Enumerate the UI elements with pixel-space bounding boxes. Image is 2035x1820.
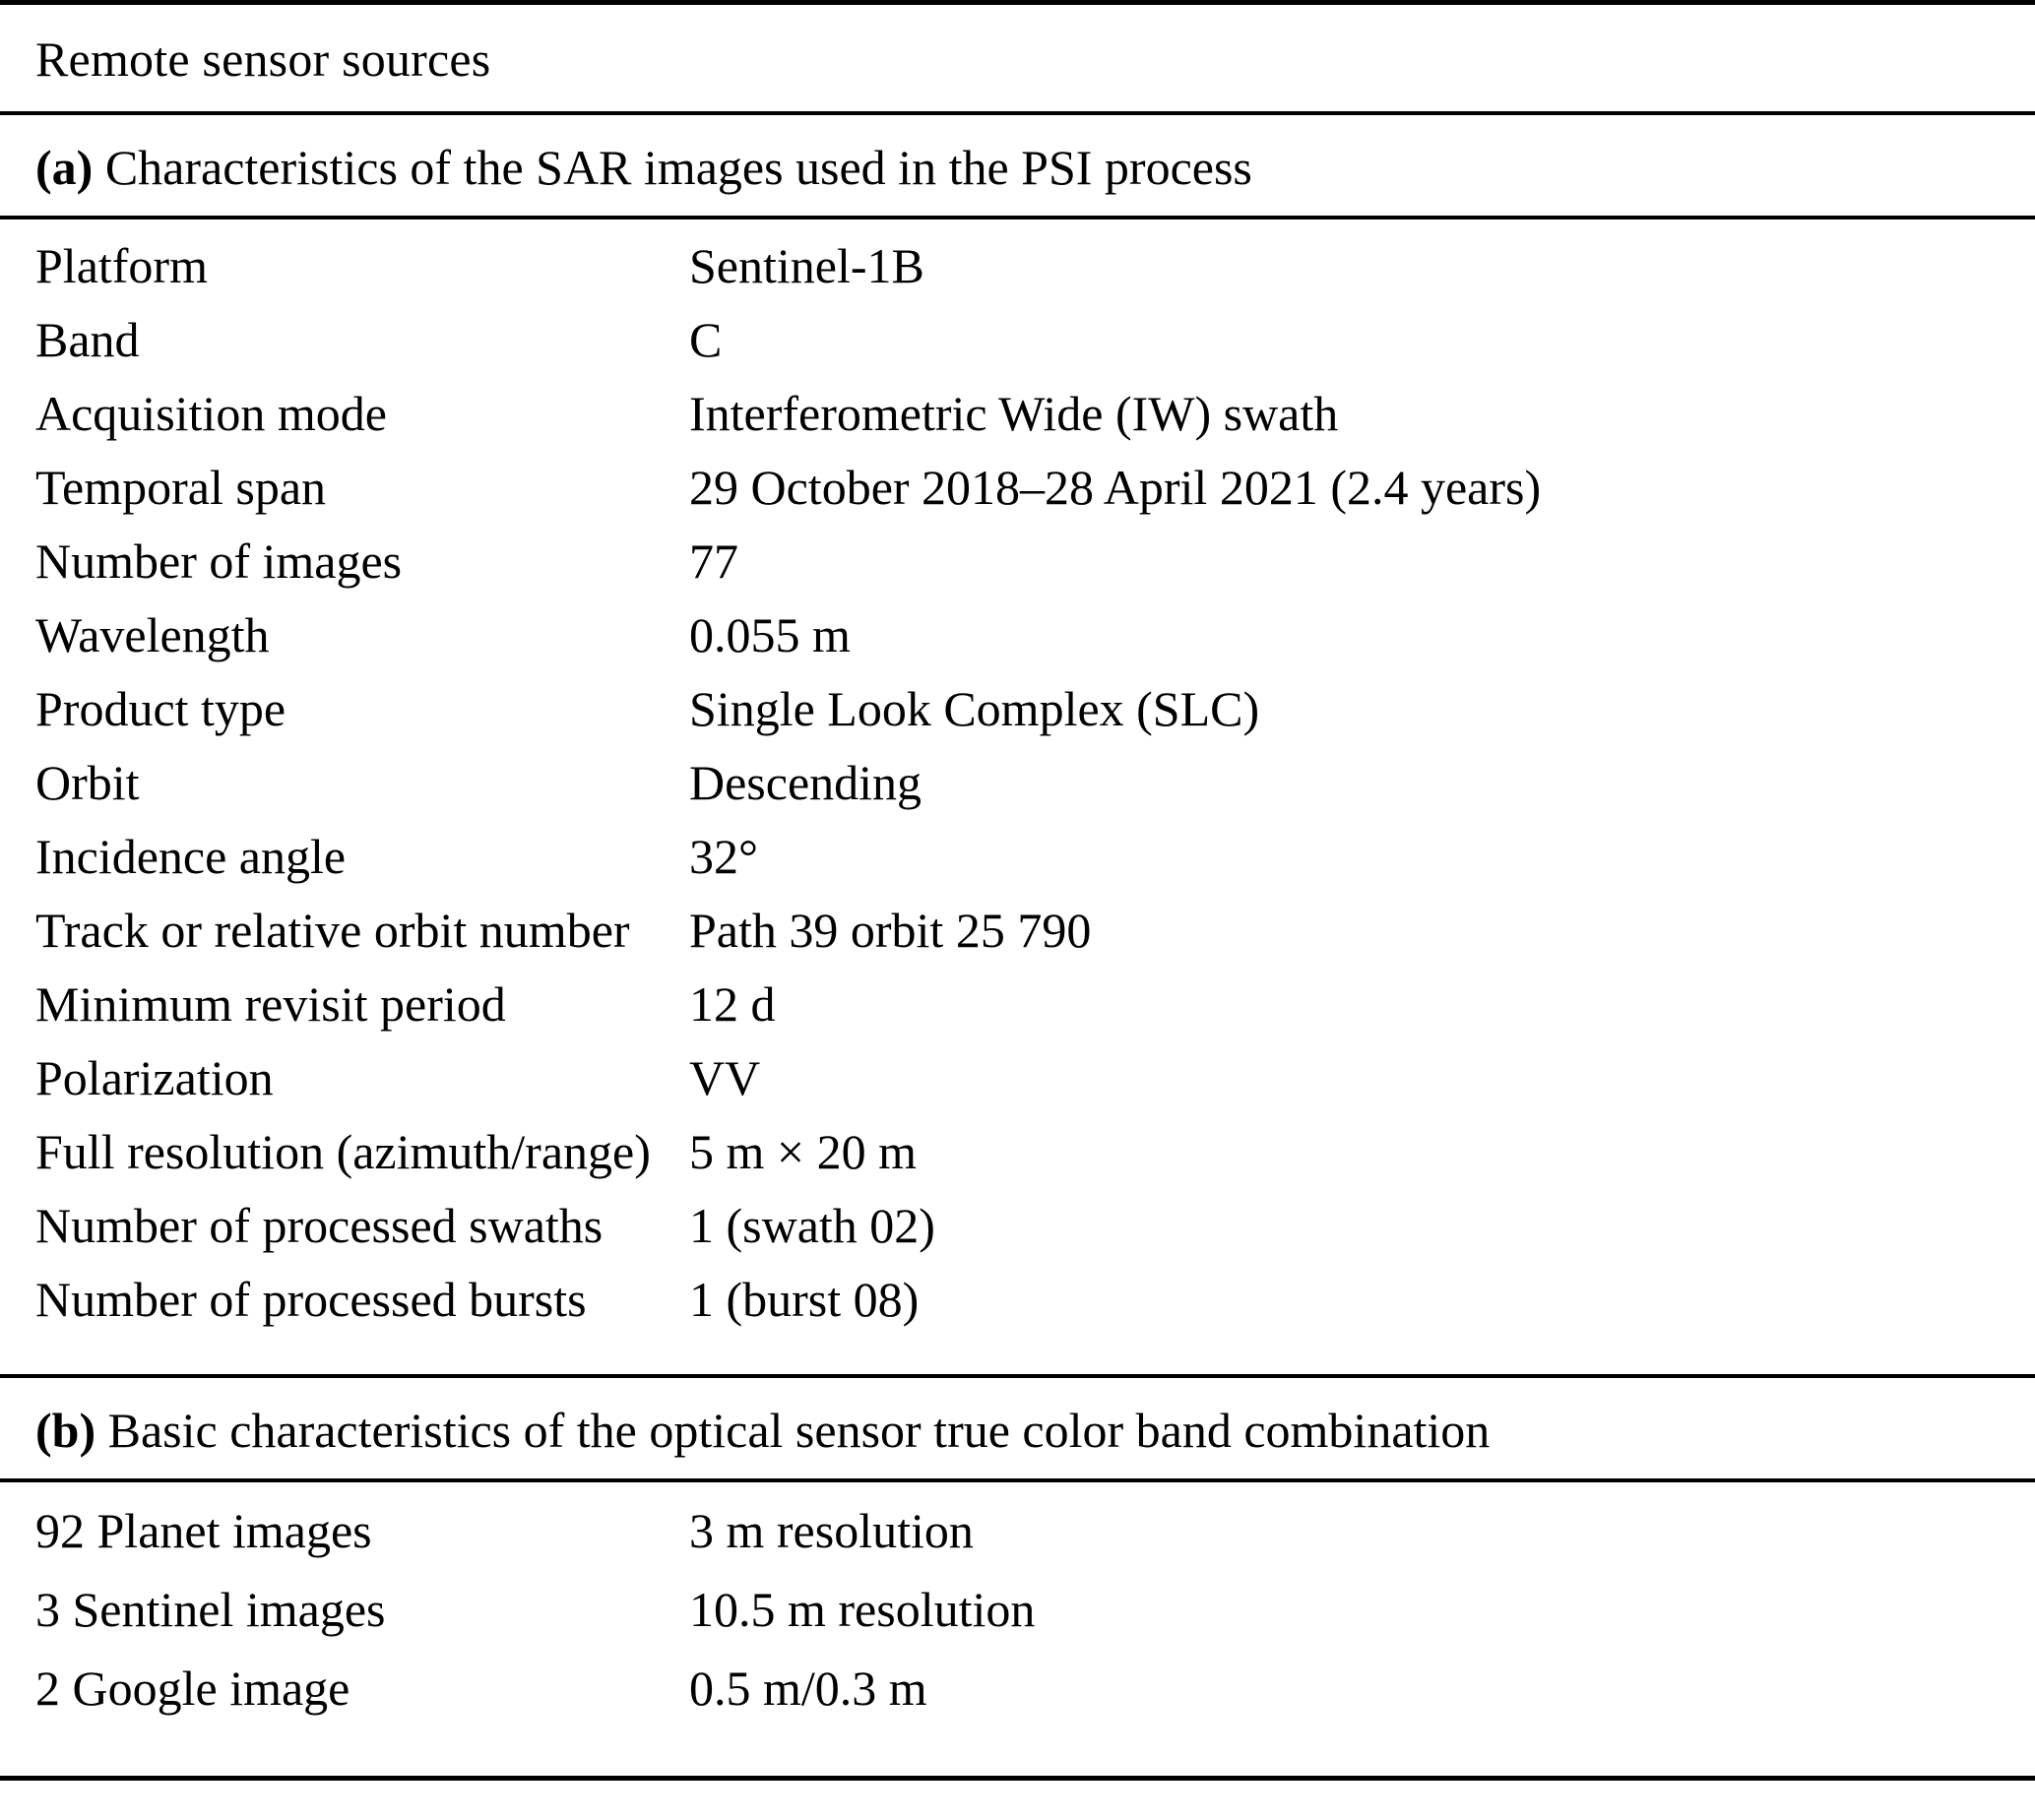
row-label: Incidence angle [35,829,347,884]
row-value: 1 (burst 08) [689,1272,920,1327]
table-row: Polarization VV [0,1053,2035,1127]
row-label: Wavelength [35,607,270,662]
row-value: 0.055 m [689,607,851,662]
table-row: Number of processed bursts 1 (burst 08) [0,1275,2035,1349]
row-value: 29 October 2018–28 April 2021 (2.4 years… [689,460,1542,515]
row-value: 10.5 m resolution [689,1582,1036,1637]
row-value: Interferometric Wide (IW) swath [689,386,1339,441]
table-top-rule [0,0,2035,5]
section-a-header-bottom-rule [0,216,2035,220]
section-a-title: Characteristics of the SAR images used i… [93,140,1252,195]
section-a-marker: (a) [35,140,94,195]
row-label: Full resolution (azimuth/range) [35,1124,651,1179]
table-row: Incidence angle 32° [0,832,2035,906]
row-label: Product type [35,681,286,736]
table-caption: Remote sensor sources [35,31,491,87]
row-value: Sentinel-1B [689,238,924,293]
row-label: 3 Sentinel images [35,1582,386,1637]
table-row: Number of images 77 [0,536,2035,610]
row-value: 12 d [689,976,776,1032]
table-row: Acquisition mode Interferometric Wide (I… [0,389,2035,463]
row-label: Minimum revisit period [35,976,506,1032]
table-row: Product type Single Look Complex (SLC) [0,684,2035,758]
section-a-header: (a) Characteristics of the SAR images us… [0,115,2035,216]
row-label: Platform [35,238,208,293]
row-value: 3 m resolution [689,1503,974,1558]
row-label: 92 Planet images [35,1503,372,1558]
table-row: 2 Google image 0.5 m/0.3 m [0,1663,2035,1742]
table-row: Track or relative orbit number Path 39 o… [0,906,2035,979]
row-value: C [689,312,723,367]
table-row: Full resolution (azimuth/range) 5 m × 20… [0,1127,2035,1201]
row-value: 77 [689,533,738,589]
row-value: Single Look Complex (SLC) [689,681,1260,736]
section-a-bottom-rule [0,1374,2035,1378]
table-row: Platform Sentinel-1B [0,241,2035,315]
row-label: Orbit [35,755,140,810]
row-label: Polarization [35,1050,274,1105]
table-row: Band C [0,315,2035,389]
section-b-marker: (b) [35,1403,96,1458]
row-label: Temporal span [35,460,327,515]
row-value: 1 (swath 02) [689,1198,935,1253]
section-b-title: Basic characteristics of the optical sen… [95,1403,1491,1458]
caption-bottom-rule [0,111,2035,115]
table-row: Temporal span 29 October 2018–28 April 2… [0,463,2035,536]
row-label: Number of images [35,533,403,589]
table-row: Wavelength 0.055 m [0,610,2035,684]
table-row: Minimum revisit period 12 d [0,979,2035,1053]
section-a-body: Platform Sentinel-1B Band C Acquisition … [0,220,2035,1374]
row-value: 0.5 m/0.3 m [689,1661,927,1716]
table-row: Orbit Descending [0,758,2035,832]
table-row: 3 Sentinel images 10.5 m resolution [0,1585,2035,1663]
row-value: 32° [689,829,758,884]
table-row: Number of processed swaths 1 (swath 02) [0,1201,2035,1275]
section-b-header-bottom-rule [0,1478,2035,1482]
table-row: 92 Planet images 3 m resolution [0,1506,2035,1585]
row-value: Path 39 orbit 25 790 [689,903,1092,958]
row-value: Descending [689,755,922,810]
row-label: Acquisition mode [35,386,387,441]
row-value: VV [689,1050,761,1105]
row-label: Number of processed swaths [35,1198,604,1253]
section-b-header: (b) Basic characteristics of the optical… [0,1378,2035,1478]
table-bottom-rule [0,1776,2035,1781]
row-value: 5 m × 20 m [689,1124,917,1179]
section-b-body: 92 Planet images 3 m resolution 3 Sentin… [0,1482,2035,1776]
row-label: Track or relative orbit number [35,903,630,958]
row-label: Band [35,312,140,367]
row-label: Number of processed bursts [35,1272,587,1327]
row-label: 2 Google image [35,1661,350,1716]
